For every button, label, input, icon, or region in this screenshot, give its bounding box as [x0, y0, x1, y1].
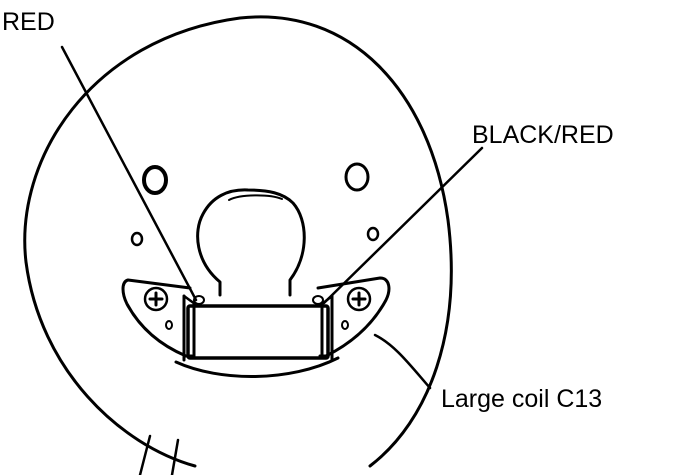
label-black-red-wire: BLACK/RED: [472, 121, 614, 149]
leader-red: [60, 45, 198, 302]
center-cutout: [196, 188, 306, 297]
leader-black-red: [322, 146, 484, 305]
lead-wire-right: [170, 438, 180, 475]
large-coil-body: [186, 304, 330, 360]
terminal-left: [193, 295, 205, 305]
large-coil-end-left: [182, 294, 196, 362]
label-red-wire: RED: [2, 8, 55, 36]
lead-wire-left: [138, 434, 152, 475]
large-coil-end-right: [320, 294, 334, 362]
label-large-coil: Large coil C13: [441, 385, 603, 413]
screw-right-cross: [351, 291, 367, 307]
screw-right: [346, 286, 372, 312]
small-hole-left: [130, 231, 144, 247]
screw-left-cross: [148, 291, 164, 307]
small-hole-right: [366, 226, 380, 242]
large-coil-top-edge: [182, 294, 334, 306]
stator-plate-outline: [23, 15, 453, 468]
bracket-hole-left: [165, 320, 173, 330]
large-hole-left: [142, 165, 168, 195]
leader-coil: [373, 333, 432, 390]
bracket-hole-right: [341, 320, 349, 330]
coil-recess-arc: [174, 356, 340, 378]
screw-left: [143, 286, 169, 312]
large-hole-right: [344, 162, 370, 192]
center-cutout-top: [228, 194, 283, 201]
bracket-right: [316, 276, 391, 358]
terminal-right: [312, 295, 324, 305]
bracket-left: [121, 278, 194, 358]
